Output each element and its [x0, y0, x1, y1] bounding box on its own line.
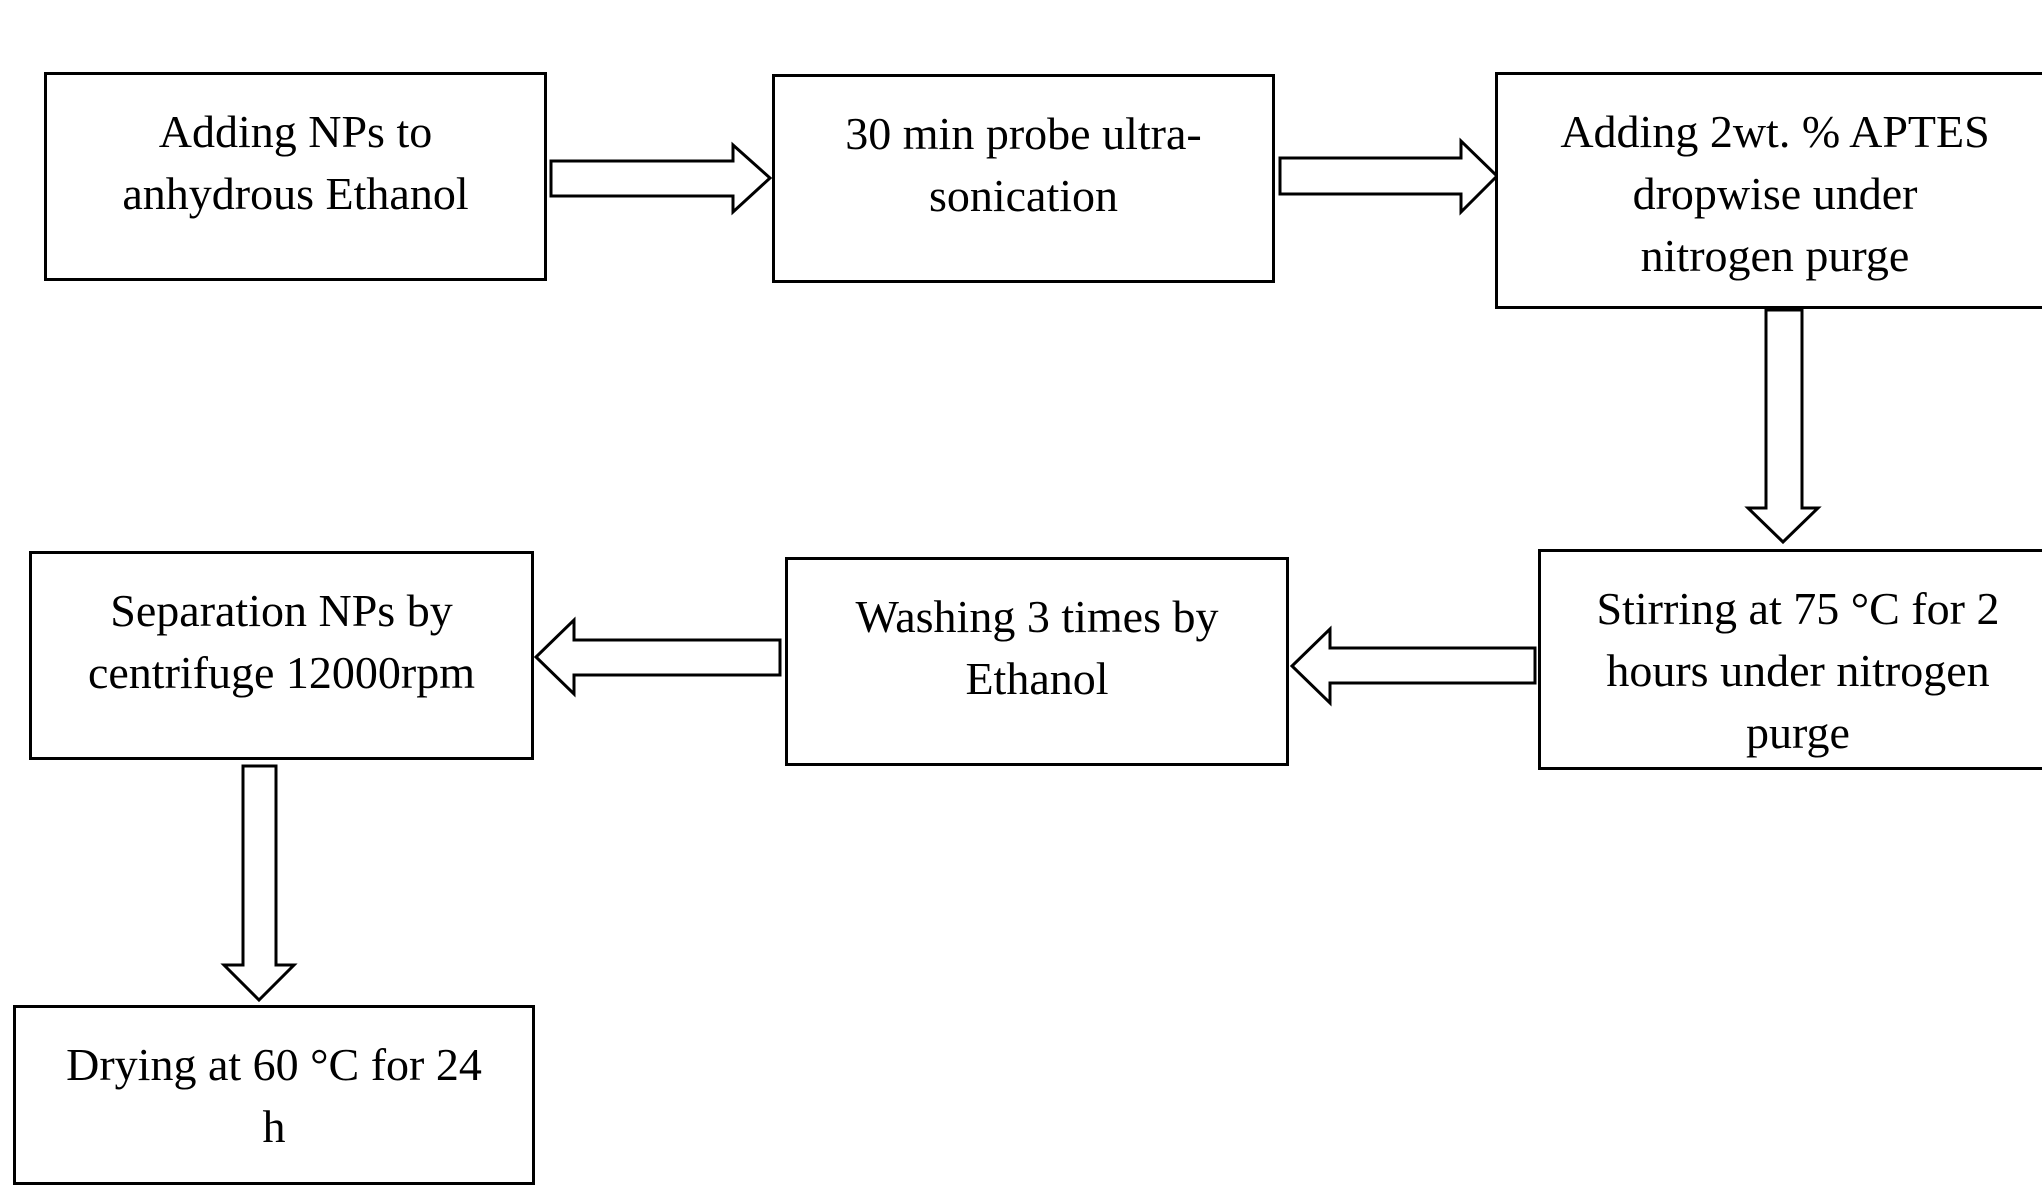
step-sonication-box: 30 min probe ultra- sonication [772, 74, 1275, 283]
step-add-nps-text: Adding NPs to anhydrous Ethanol [122, 106, 469, 219]
step-drying-box: Drying at 60 °C for 24 h [13, 1005, 535, 1185]
step-separation-box: Separation NPs by centrifuge 12000rpm [29, 551, 534, 760]
step-sonication-text: 30 min probe ultra- sonication [845, 108, 1202, 221]
arrow-down-1 [1744, 308, 1822, 545]
arrow-right-1 [549, 141, 773, 216]
arrow-down-2 [220, 764, 298, 1003]
step-drying-text: Drying at 60 °C for 24 h [66, 1039, 482, 1152]
step-add-aptes-box: Adding 2wt. % APTES dropwise under nitro… [1495, 72, 2042, 309]
step-add-aptes-text: Adding 2wt. % APTES dropwise under nitro… [1560, 106, 1990, 281]
step-stirring-box: Stirring at 75 °C for 2 hours under nitr… [1538, 549, 2042, 770]
step-add-nps-box: Adding NPs to anhydrous Ethanol [44, 72, 547, 281]
step-washing-box: Washing 3 times by Ethanol [785, 557, 1289, 766]
step-separation-text: Separation NPs by centrifuge 12000rpm [87, 585, 476, 698]
arrow-right-2 [1278, 137, 1500, 216]
step-washing-text: Washing 3 times by Ethanol [855, 591, 1219, 704]
step-stirring-text: Stirring at 75 °C for 2 hours under nitr… [1596, 583, 2000, 758]
arrow-left-2 [533, 616, 782, 698]
arrow-left-1 [1289, 625, 1537, 707]
